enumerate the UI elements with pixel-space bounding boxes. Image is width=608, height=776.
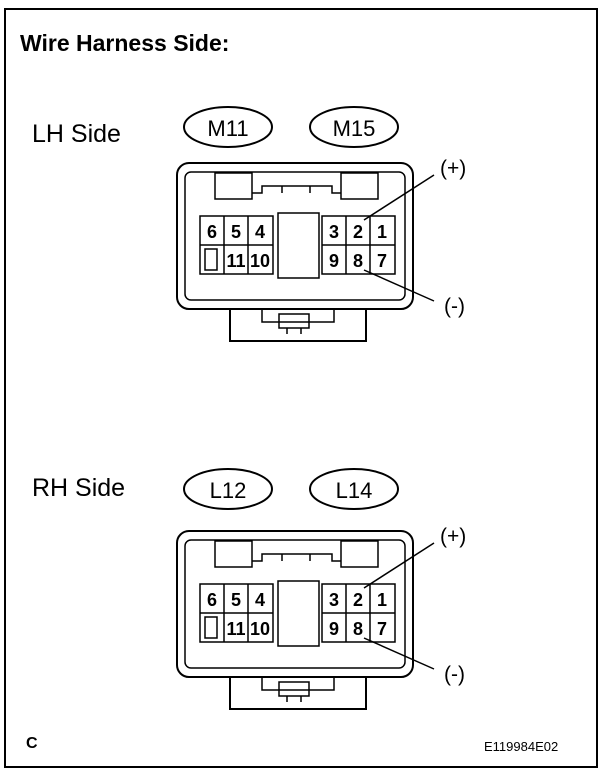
empty-cavity [204,616,218,639]
pin-number: 6 [207,222,217,242]
connector-id-oval [183,468,273,510]
pin-number: 8 [353,251,363,271]
latch-slot [214,172,253,200]
latch-slot [214,540,253,568]
lock-button [278,313,310,329]
pin-number: 10 [250,251,270,271]
connector-id-oval [183,106,273,148]
pin-number: 9 [329,619,339,639]
connector-housing [176,162,414,310]
center-block [277,580,320,647]
corner-mark: C [26,735,38,752]
pin-number: 10 [250,619,270,639]
pin-number: 9 [329,251,339,271]
pin-number: 5 [231,590,241,610]
connector-id: M15 [333,116,376,141]
lock-tab-inner [261,677,335,691]
positive-leader-line [363,174,435,221]
empty-cavity [204,248,218,271]
positive-leader-line [363,542,435,589]
pin-number: 6 [207,590,217,610]
pin-number: 11 [226,251,245,271]
pin-number: 7 [377,619,387,639]
negative-label: (-) [444,295,465,318]
connector-id: L12 [210,478,247,503]
pin-number: 11 [226,619,245,639]
lock-tab [229,677,367,710]
negative-leader-line [363,269,435,302]
center-block [277,212,320,279]
rh-connector: L12 L14 6 5 4 11 10 3 2 1 9 8 7 [176,468,466,710]
connector-housing [176,530,414,678]
negative-label: (-) [444,663,465,686]
positive-label: (+) [440,157,466,180]
pin-number: 1 [377,590,387,610]
positive-label: (+) [440,525,466,548]
figure-id: E119984E02 [484,739,559,754]
pin-number: 4 [255,590,265,610]
pin-number: 3 [329,222,339,242]
key-ridge [252,553,341,562]
figure-frame [4,8,598,768]
pin-number: 8 [353,619,363,639]
heading: Wire Harness Side: [20,30,230,56]
latch-slot [340,540,379,568]
key-ridge [252,185,341,194]
pin-number: 1 [377,222,387,242]
connector-id-oval [309,106,399,148]
connector-id: M11 [207,116,248,141]
pin-number: 3 [329,590,339,610]
negative-leader-line [363,637,435,670]
lh-side-label: LH Side [32,120,121,148]
pin-number: 7 [377,251,387,271]
lock-tab [229,309,367,342]
connector-id: L14 [336,478,373,503]
pin-number: 4 [255,222,265,242]
lh-connector: M11 M15 6 5 4 11 10 3 2 1 9 8 7 [176,106,466,342]
connector-id-oval [309,468,399,510]
pin-number: 2 [353,590,363,610]
connector-housing-inner [184,539,406,669]
connector-housing-inner [184,171,406,301]
lock-button [278,681,310,697]
rh-side-label: RH Side [32,474,126,502]
latch-slot [340,172,379,200]
pin-number: 2 [353,222,363,242]
lock-tab-inner [261,309,335,323]
pin-number: 5 [231,222,241,242]
